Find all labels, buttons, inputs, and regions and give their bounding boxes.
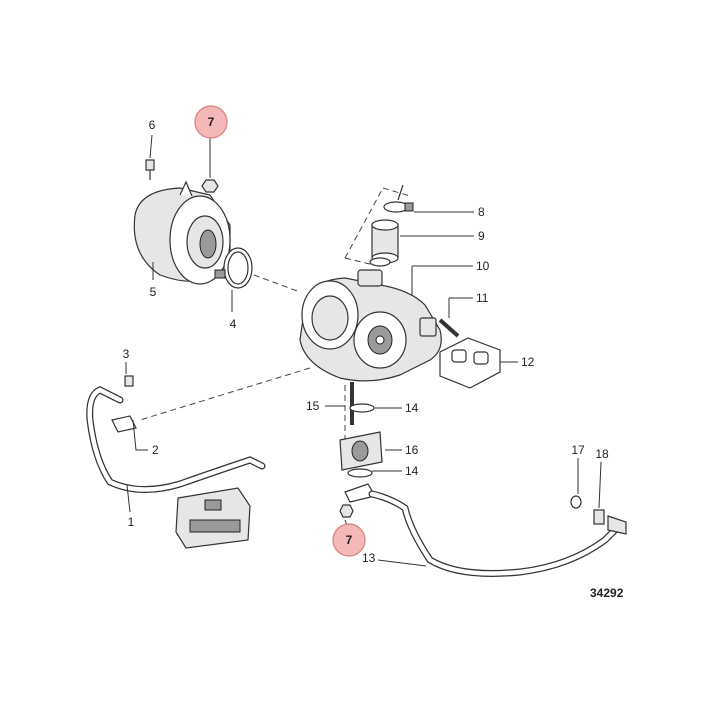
- callout-10[interactable]: 10: [476, 259, 490, 273]
- callout-2[interactable]: 2: [152, 443, 159, 457]
- washer-part-14-lower: [347, 468, 373, 478]
- callout-5[interactable]: 5: [150, 285, 157, 299]
- washer-part-14-upper: [349, 403, 375, 413]
- flange-part-16: [339, 431, 383, 471]
- gasket-part-12: [439, 337, 501, 389]
- callout-6[interactable]: 6: [149, 118, 156, 132]
- callout-17[interactable]: 17: [571, 443, 585, 457]
- leader-lines: [125, 134, 602, 567]
- turbocharger-part-10: [299, 269, 442, 382]
- callout-3[interactable]: 3: [123, 347, 130, 361]
- callout-7-bottom-label: 7: [346, 533, 353, 547]
- callout-8[interactable]: 8: [478, 205, 485, 219]
- fitting-part-18: [593, 509, 627, 535]
- bolt-part-6: [145, 159, 155, 180]
- callout-13[interactable]: 13: [362, 551, 376, 565]
- callout-18[interactable]: 18: [595, 447, 609, 461]
- callout-4[interactable]: 4: [230, 317, 237, 331]
- oil-feed-line-part-1: [86, 386, 266, 494]
- callout-12[interactable]: 12: [521, 355, 535, 369]
- nut-part-7-top: [201, 179, 219, 193]
- pipe-above-hose: [397, 184, 404, 201]
- clamp-part-8: [369, 201, 414, 267]
- stud-part-11: [438, 318, 460, 338]
- callout-7-top-label: 7: [208, 115, 215, 129]
- callout-14-lower[interactable]: 14: [405, 464, 419, 478]
- callout-1[interactable]: 1: [128, 515, 135, 529]
- callout-7-top[interactable]: 7: [194, 105, 228, 139]
- callout-11[interactable]: 11: [476, 291, 489, 305]
- callout-7-bottom-highlight: [332, 523, 366, 557]
- washer-part-17: [570, 495, 582, 509]
- callout-7-top-highlight: [194, 105, 228, 139]
- hose-clamp-part-4: [214, 247, 253, 289]
- engine-block-section: [175, 487, 251, 549]
- callout-9[interactable]: 9: [478, 229, 485, 243]
- oil-return-line-part-13: [368, 490, 619, 577]
- callout-15[interactable]: 15: [306, 399, 320, 413]
- callout-16[interactable]: 16: [405, 443, 419, 457]
- hose-part-9: [371, 219, 399, 264]
- gasket-part-2: [111, 415, 137, 433]
- oil-return-flange: [339, 483, 376, 518]
- callout-7-bottom[interactable]: 7: [332, 523, 366, 557]
- figure-number: 34292: [590, 586, 624, 600]
- air-silencer-part-5: [133, 180, 231, 285]
- callout-14-upper[interactable]: 14: [405, 401, 419, 415]
- bolt-part-3: [124, 375, 134, 387]
